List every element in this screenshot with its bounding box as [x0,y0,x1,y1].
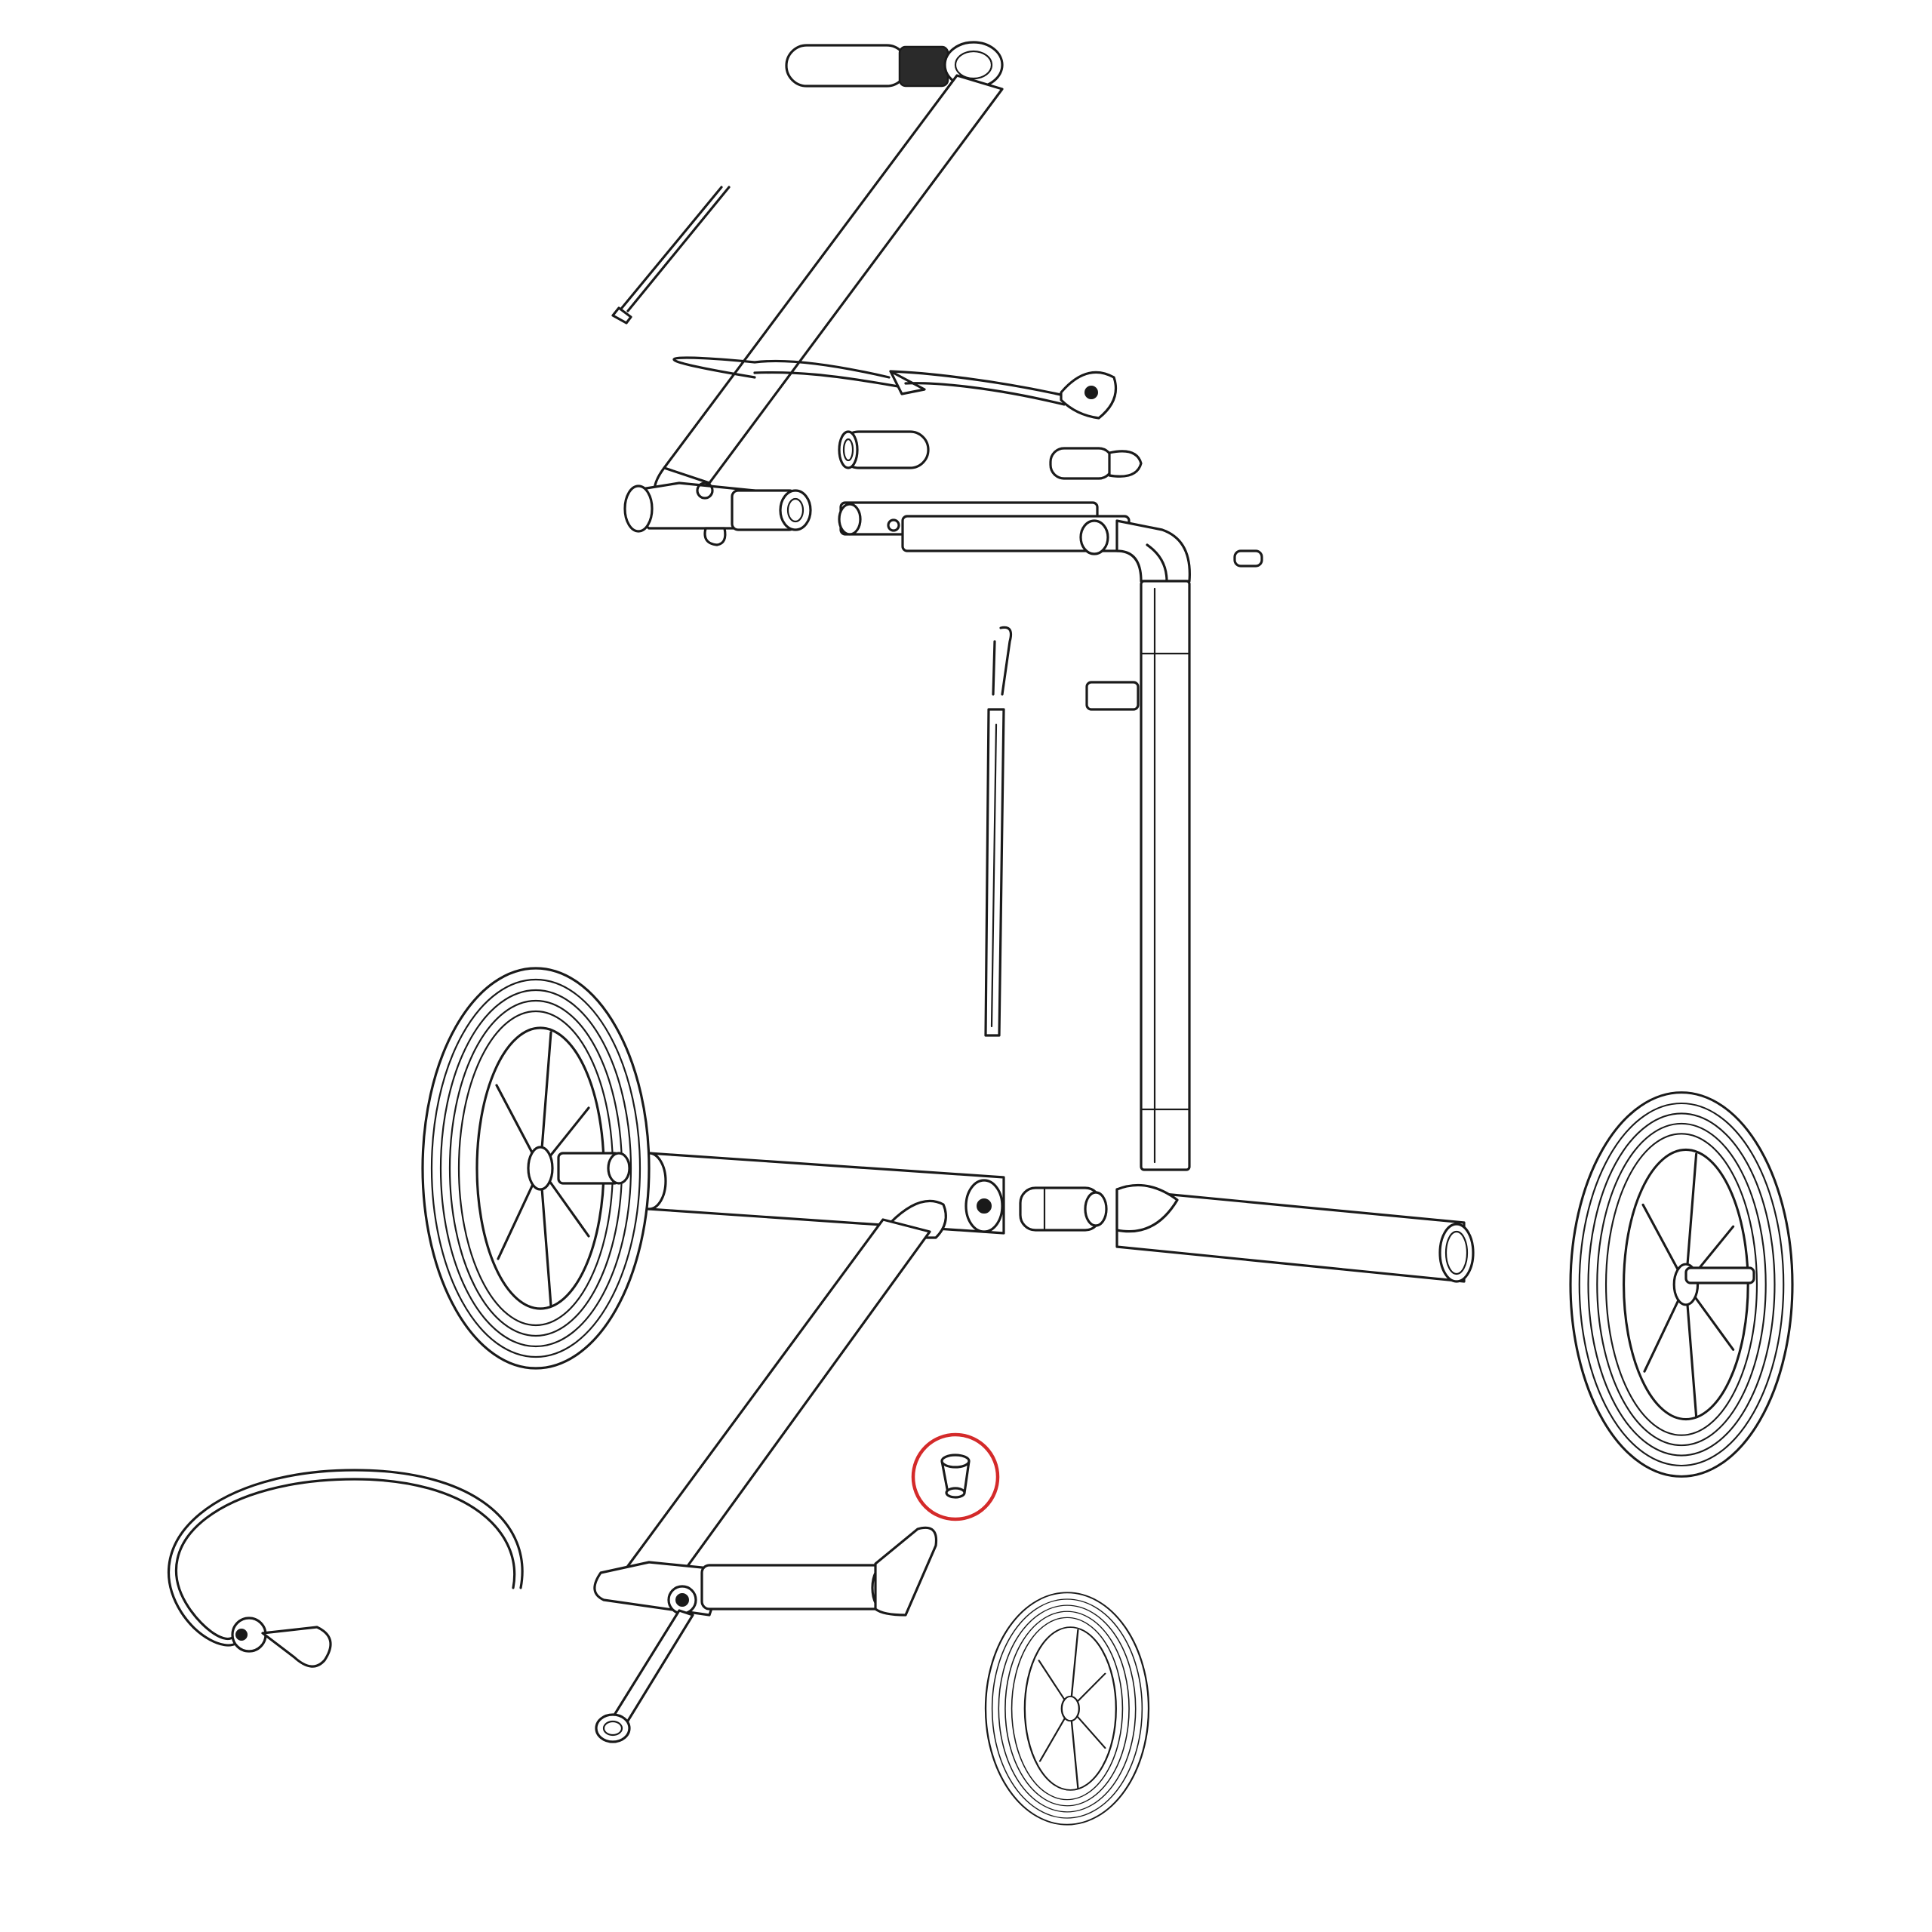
highlight-circle [911,1432,1000,1521]
upright-tube [1140,580,1191,1171]
cotter-pin-middle [992,626,1013,696]
upper-handle-tube [653,74,1004,512]
sleeve-left [838,430,930,469]
cotter-pin-upper [611,186,731,325]
axle-connector [1019,1186,1108,1232]
bungee-cord [167,1469,524,1668]
long-rod [984,708,1005,1037]
handle-grip [785,41,1004,89]
axle-tube-right [1115,1183,1475,1283]
front-arm-joint [593,1561,898,1617]
front-wheel [984,1592,1150,1826]
small-nut[interactable] [940,1454,971,1499]
hub-right [1684,1266,1755,1284]
handle-elbow-joint [623,481,812,546]
axle-tube-left [631,1152,1005,1235]
front-leg-rod [595,1609,694,1743]
hinge-bracket [838,501,1131,555]
front-arm-bend [874,1526,938,1617]
small-pin [1233,549,1263,568]
hub-left [557,1152,631,1185]
upper-elbow-right [1115,519,1191,583]
front-arm-tube [616,1218,931,1600]
side-stub [1085,681,1140,711]
sleeve-right [1049,447,1143,480]
brake-cable [672,356,1118,420]
rear-wheel-right [1569,1091,1794,1478]
